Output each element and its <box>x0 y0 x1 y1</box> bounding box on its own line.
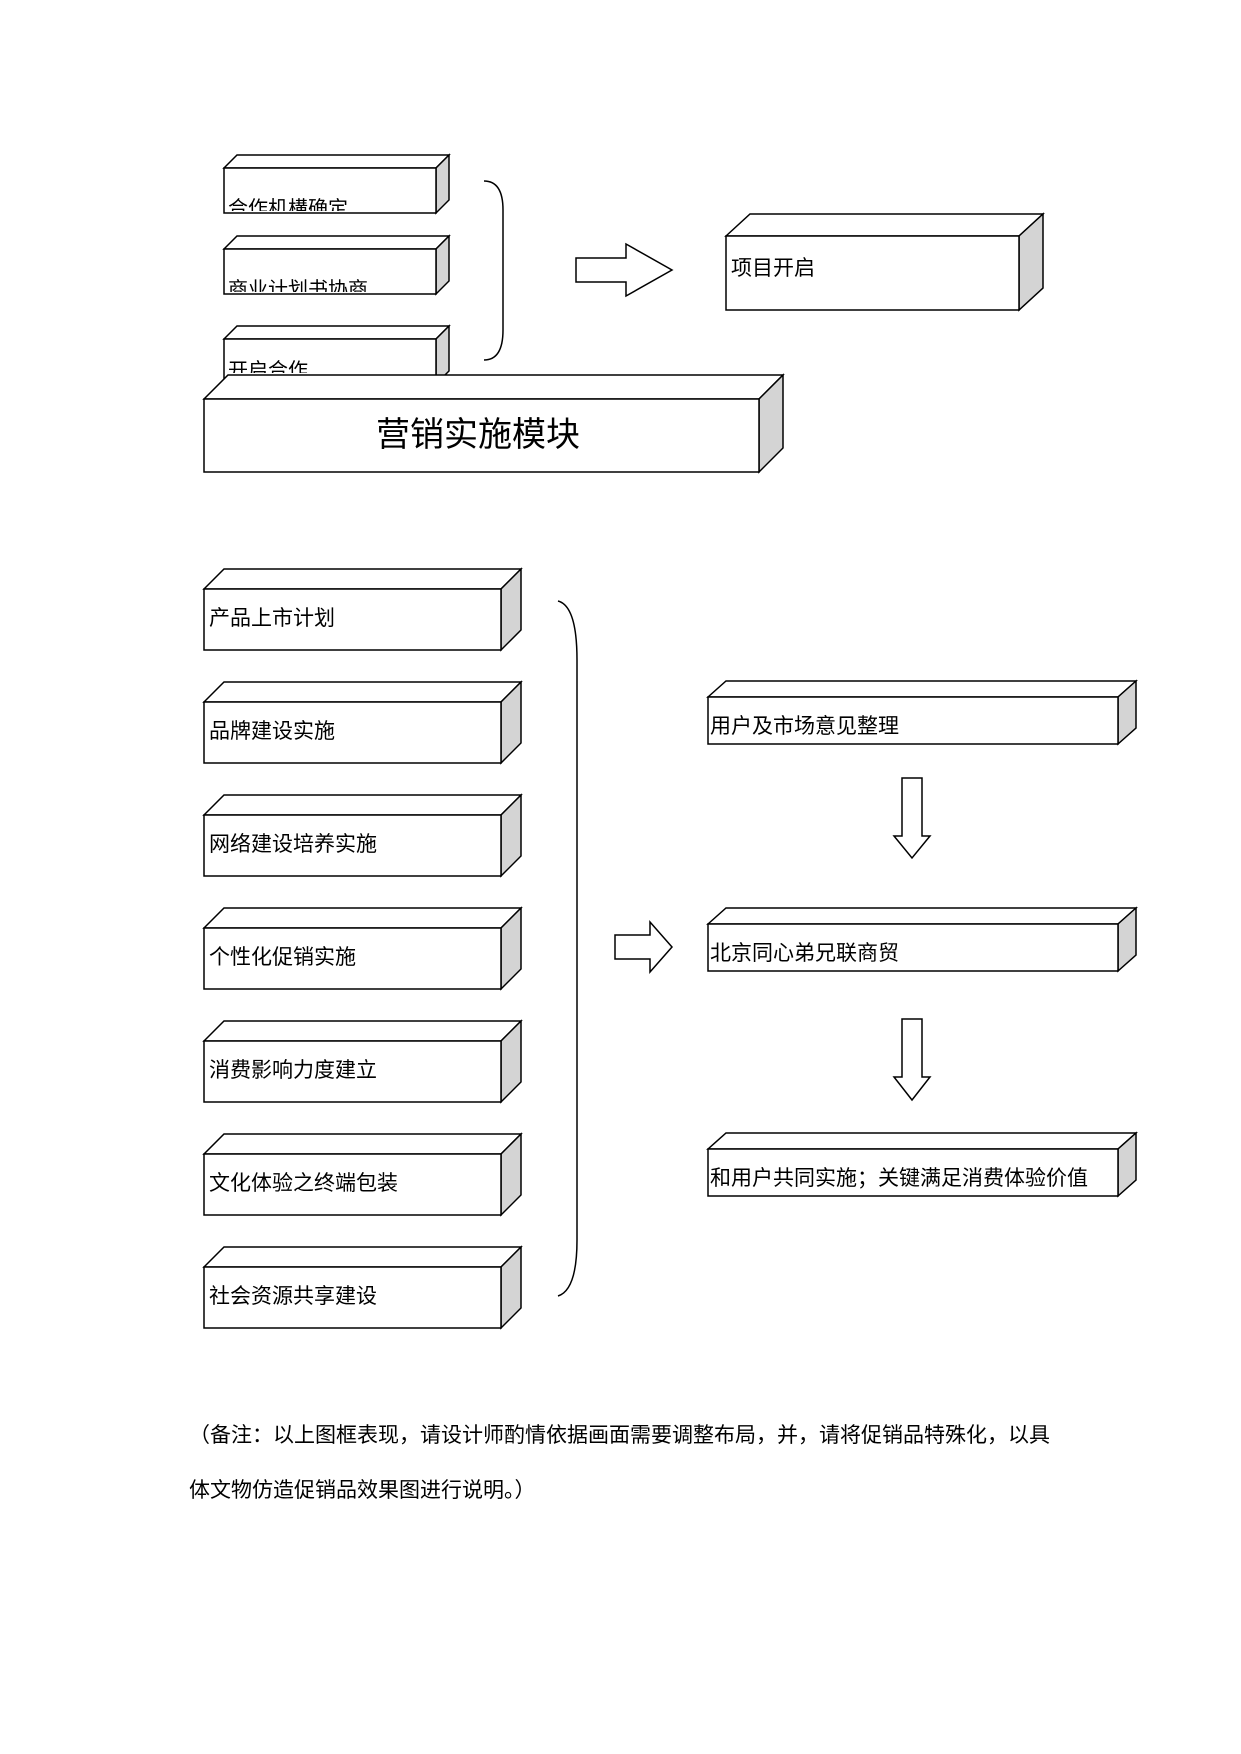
left-item-label: 文化体验之终端包装 <box>209 1171 398 1195</box>
left-box-2 <box>202 680 523 765</box>
right-arrow-top <box>575 242 674 298</box>
top-box-label-3: 开启合作 <box>228 359 308 373</box>
left-box-1 <box>202 567 523 652</box>
left-item-label: 个性化促销实施 <box>209 945 356 969</box>
right-arrow-middle <box>614 920 673 974</box>
top-box-1 <box>222 153 451 215</box>
left-box-6 <box>202 1132 523 1217</box>
right-box-3 <box>706 1131 1138 1198</box>
left-brace <box>557 600 578 1297</box>
module-title: 营销实施模块 <box>376 415 580 455</box>
right-box-1 <box>706 679 1138 746</box>
top-brace <box>483 180 504 361</box>
left-item-label: 社会资源共享建设 <box>209 1284 377 1308</box>
left-item-label: 消费影响力度建立 <box>209 1058 377 1082</box>
left-box-4 <box>202 906 523 991</box>
project-start-label: 项目开启 <box>731 256 815 280</box>
left-box-5 <box>202 1019 523 1104</box>
left-box-7 <box>202 1245 523 1330</box>
left-item-label: 网络建设培养实施 <box>209 832 377 856</box>
down-arrow-1 <box>892 777 932 860</box>
top-box-label-2: 商业计划书协商 <box>228 278 368 292</box>
project-start-box <box>724 212 1045 312</box>
right-flow-label: 和用户共同实施；关键满足消费体验价值 <box>710 1166 1088 1190</box>
top-box-label-1: 合作机構确定 <box>228 197 348 211</box>
right-flow-label: 用户及市场意见整理 <box>710 714 899 738</box>
note-line-1: （备注：以上图框表现，请设计师酌情依据画面需要调整布局，并，请将促销品特殊化，以… <box>189 1423 1050 1447</box>
left-box-3 <box>202 793 523 878</box>
module-box <box>202 373 785 474</box>
right-box-2 <box>706 906 1138 973</box>
left-item-label: 产品上市计划 <box>209 606 335 630</box>
note-line-2: 体文物仿造促销品效果图进行说明。） <box>189 1478 536 1502</box>
right-flow-label: 北京同心弟兄联商贸 <box>710 941 899 965</box>
top-box-2 <box>222 234 451 296</box>
left-item-label: 品牌建设实施 <box>209 719 335 743</box>
down-arrow-2 <box>892 1018 932 1102</box>
